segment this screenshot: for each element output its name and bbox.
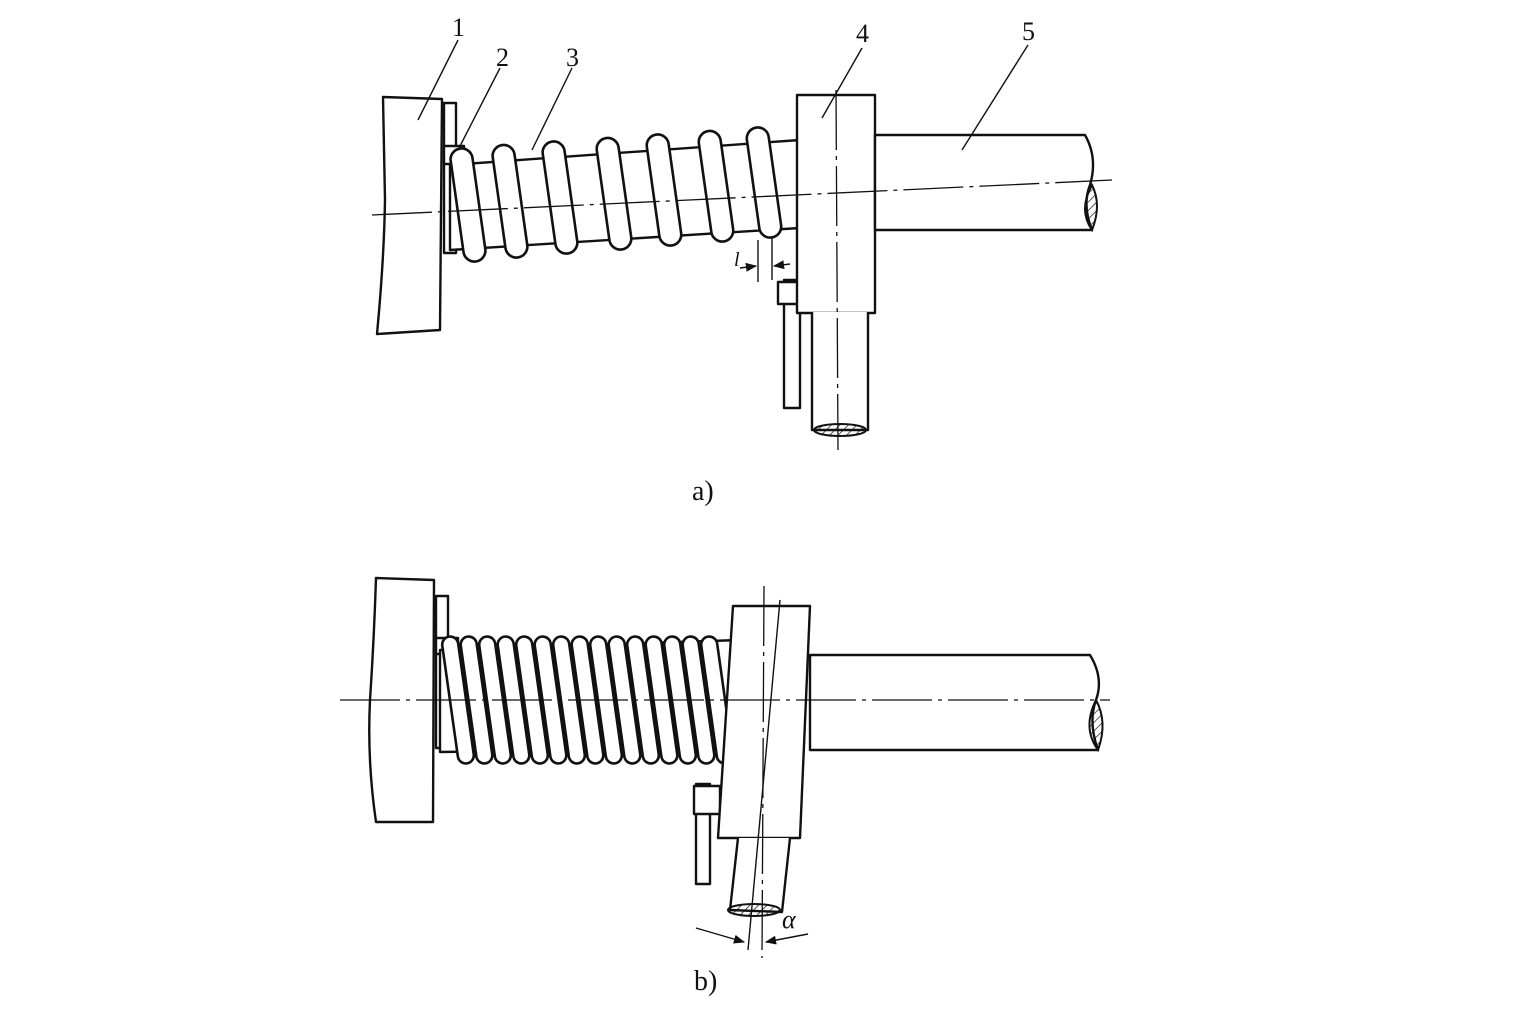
spring-coil: [459, 635, 494, 765]
spring-coil: [697, 129, 735, 243]
part-1-block: [375, 95, 444, 336]
label-part-3: 3: [566, 43, 579, 72]
vertical-shaft-a: [810, 312, 870, 432]
spring-coil: [625, 635, 661, 765]
caption-a: a): [692, 476, 714, 507]
label-part-5: 5: [1022, 17, 1035, 46]
spring-coil: [491, 143, 529, 259]
shaft-b: [808, 653, 1101, 752]
figure-b: α b): [340, 576, 1110, 997]
vertical-shaft-b: [728, 837, 792, 914]
part-1-block-b: [368, 576, 436, 824]
label-dimension-l: l: [734, 249, 740, 271]
figure-a: 1 2 3 4 5 l a): [371, 13, 1113, 507]
caption-b: b): [694, 966, 717, 997]
dimension-l: [739, 236, 791, 282]
part-3-spring: [449, 126, 783, 263]
spring-coil: [449, 147, 487, 263]
label-part-1: 1: [452, 13, 465, 42]
label-angle-alpha: α: [782, 905, 797, 934]
holder-block-b: [716, 604, 812, 840]
spring-coil: [541, 140, 579, 255]
label-part-4: 4: [856, 19, 869, 48]
spring-coil: [595, 136, 633, 251]
spring-coil: [645, 133, 683, 247]
label-part-2: 2: [496, 43, 509, 72]
